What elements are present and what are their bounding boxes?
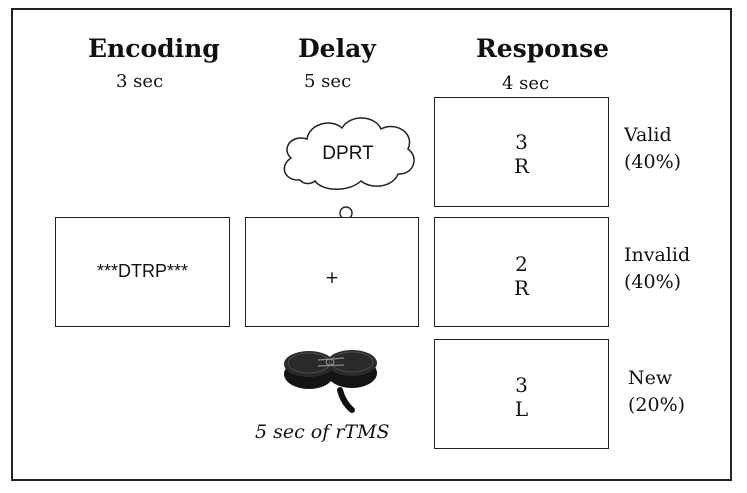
figure-frame [11,8,732,481]
encoding-stimulus: ***DTRP*** [96,261,189,281]
response-letter: R [513,154,530,178]
delay-box: + [245,217,419,327]
tms-caption: 5 sec of rTMS [255,421,390,443]
tms-coil-icon [284,350,377,413]
condition-percent: (40%) [624,151,682,173]
response-number: 3 [515,373,528,397]
response-number: 3 [515,130,528,154]
thought-cloud [283,117,415,190]
response-box-valid: 3 R [434,97,609,207]
delay-heading: Delay [298,34,376,63]
fixation-cross: + [324,268,340,288]
encoding-heading: Encoding [88,34,220,63]
encoding-duration: 3 sec [116,71,164,92]
condition-name: Invalid [624,244,691,266]
encoding-box: ***DTRP*** [55,217,230,327]
condition-name: New [628,367,673,389]
response-heading: Response [476,34,610,63]
response-box-invalid: 2 R [434,217,609,327]
response-letter: L [514,397,529,421]
response-letter: R [513,276,530,300]
condition-label-invalid: Invalid (40%) [624,242,690,296]
delay-duration: 5 sec [304,71,352,92]
response-number: 2 [515,252,528,276]
condition-label-new: New (20%) [628,365,685,419]
condition-percent: (40%) [624,271,682,293]
thought-text: DPRT [322,143,374,164]
response-duration: 4 sec [502,73,550,94]
condition-label-valid: Valid (40%) [624,122,681,176]
condition-name: Valid [624,124,672,146]
response-box-new: 3 L [434,339,609,449]
condition-percent: (20%) [628,394,686,416]
